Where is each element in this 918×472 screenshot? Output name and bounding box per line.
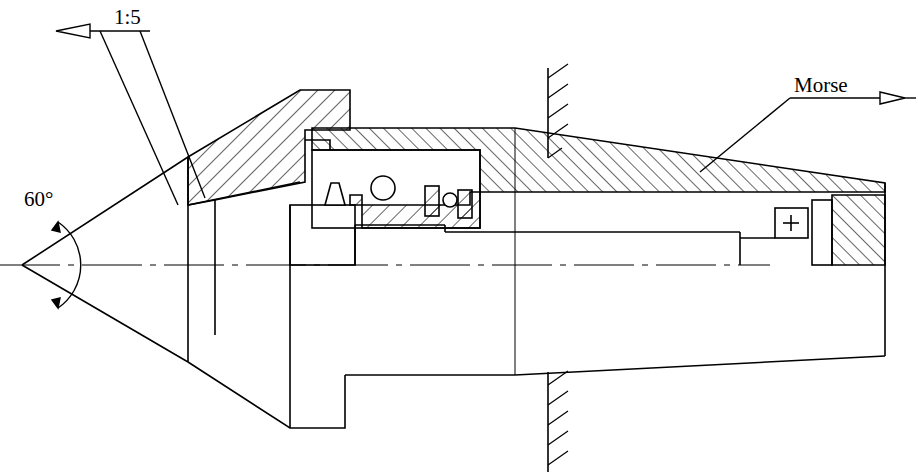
dimension-label: Morse	[792, 74, 850, 97]
outline	[0, 128, 885, 428]
angle-dimension	[52, 222, 81, 308]
section-hatching	[188, 90, 885, 265]
dimension-label: 1:5	[112, 6, 143, 29]
taper-leader	[56, 24, 205, 205]
bearings	[312, 150, 480, 228]
morse-leader	[700, 92, 916, 172]
tailstock-wall	[548, 64, 568, 472]
dimension-label: 60°	[22, 188, 55, 211]
